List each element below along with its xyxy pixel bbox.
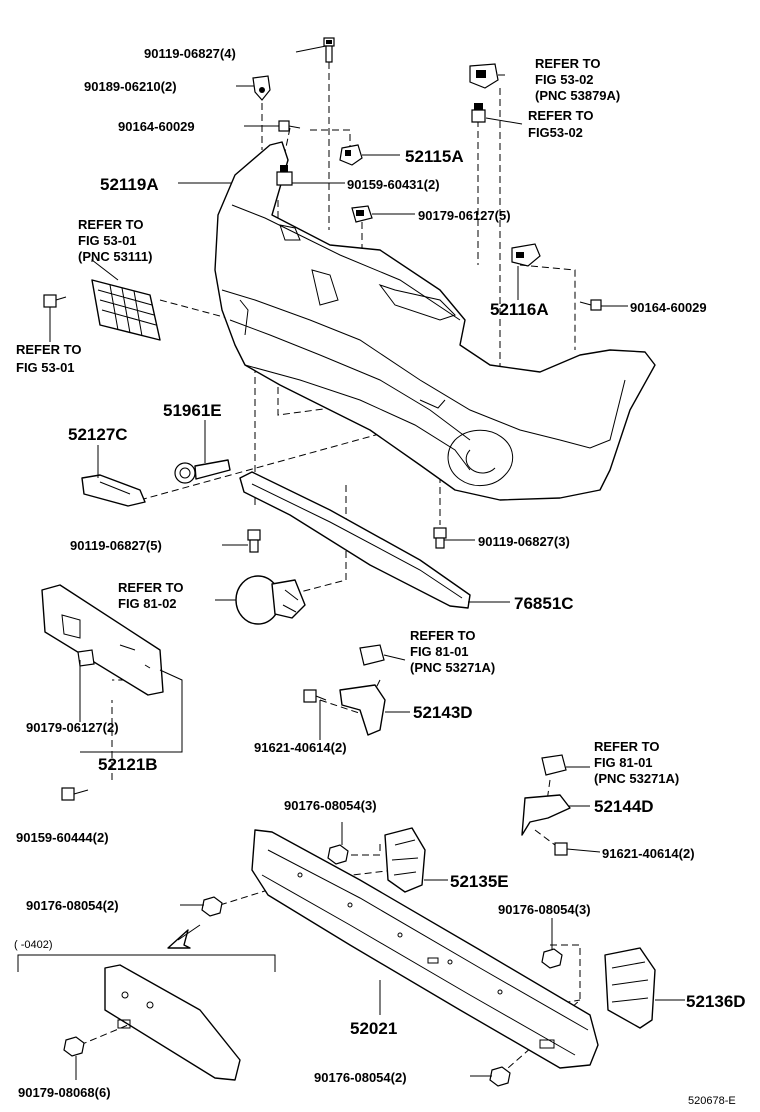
label-90176-08054-2-b: 90176-08054(2) xyxy=(314,1070,407,1085)
screw-90159-60431 xyxy=(276,165,293,186)
bracket-52116a xyxy=(511,243,541,267)
label-pnc-53879a: (PNC 53879A) xyxy=(535,88,620,103)
label-90176-08054-3-b: 90176-08054(3) xyxy=(498,902,591,917)
label-fig-53-02-a: FIG 53-02 xyxy=(535,72,594,87)
screw-90164-60029-top xyxy=(278,120,301,132)
label-52136d: 52136D xyxy=(686,992,746,1011)
screw-90159-60444 xyxy=(61,787,89,801)
label-pnc-53271a-a: (PNC 53271A) xyxy=(410,660,495,675)
figure-number: 520678-E xyxy=(688,1095,736,1107)
screw-90164-60029-right xyxy=(579,299,602,311)
label-52144d: 52144D xyxy=(594,797,654,816)
label-refer-to-g: REFER TO xyxy=(594,739,660,754)
nut-90176-08054-d xyxy=(489,1066,511,1087)
label-90176-08054-2-a: 90176-08054(2) xyxy=(26,898,119,913)
nut-90176-08054-c xyxy=(541,948,563,969)
reinforcement-52021 xyxy=(251,829,599,1069)
label-52115a: 52115A xyxy=(405,147,464,166)
cover-52127c xyxy=(81,474,146,507)
label-90189-06210-2: 90189-06210(2) xyxy=(84,79,177,94)
label-91621-40614-2-a: 91621-40614(2) xyxy=(254,740,347,755)
absorber-76851c xyxy=(239,471,471,609)
label-refer-to-d: REFER TO xyxy=(528,108,594,123)
bolt-90119-06827-top xyxy=(323,37,335,63)
label-52143d: 52143D xyxy=(413,703,473,722)
nut-90176-08054-b xyxy=(201,896,223,917)
label-52116a: 52116A xyxy=(490,300,549,319)
inset-0402 xyxy=(17,924,276,1081)
bolt-90119-06827-right xyxy=(433,527,447,549)
screw-fig53-02 xyxy=(471,103,486,123)
label-date-range-0402: ( -0402) xyxy=(14,939,53,951)
label-refer-to-c: REFER TO xyxy=(535,56,601,71)
label-fig-81-01-a: FIG 81-01 xyxy=(410,644,469,659)
label-51961e: 51961E xyxy=(163,401,222,420)
label-90119-06827-3: 90119-06827(3) xyxy=(478,534,570,549)
clip-90189-06210 xyxy=(252,75,271,101)
label-pnc-53111: (PNC 53111) xyxy=(78,249,152,264)
label-90176-08054-3-a: 90176-08054(3) xyxy=(284,798,377,813)
label-52021: 52021 xyxy=(350,1019,397,1038)
retainer-52115a xyxy=(339,144,363,166)
label-fig-53-01-b: FIG 53-01 xyxy=(16,360,75,375)
bracket-52135e xyxy=(384,827,426,893)
bracket-52144d xyxy=(521,754,571,856)
label-90164-60029-right: 90164-60029 xyxy=(630,300,707,315)
label-refer-to-e: REFER TO xyxy=(118,580,184,595)
label-90179-06127-5: 90179-06127(5) xyxy=(418,208,511,223)
bracket-52143d xyxy=(303,644,386,736)
label-90179-08068-6: 90179-08068(6) xyxy=(18,1085,111,1100)
license-bracket-52121b xyxy=(41,584,164,696)
label-fig-81-02: FIG 81-02 xyxy=(118,596,177,611)
label-90164-60029-top: 90164-60029 xyxy=(118,119,195,134)
label-refer-to-a: REFER TO xyxy=(78,217,144,232)
label-52135e: 52135E xyxy=(450,872,509,891)
label-90159-60431-2: 90159-60431(2) xyxy=(347,177,440,192)
label-91621-40614-2-b: 91621-40614(2) xyxy=(602,846,695,861)
label-fig53-02-b: FIG53-02 xyxy=(528,125,583,140)
nut-90179-06127-top xyxy=(351,205,373,223)
label-refer-to-f: REFER TO xyxy=(410,628,476,643)
part-labels: 90119-06827(4) 90189-06210(2) 90164-6002… xyxy=(14,46,746,1107)
bolt-90119-06827-left xyxy=(247,529,261,553)
label-52127c: 52127C xyxy=(68,425,128,444)
label-90119-06827-4: 90119-06827(4) xyxy=(144,46,236,61)
leader-lines xyxy=(49,45,685,1080)
bracket-52136d xyxy=(604,947,656,1029)
label-fig-53-01-a: FIG 53-01 xyxy=(78,233,137,248)
fog-lamp-fig81-02 xyxy=(235,575,306,625)
label-90159-60444-2: 90159-60444(2) xyxy=(16,830,109,845)
grille-fig53-01 xyxy=(43,279,161,341)
label-pnc-53271a-b: (PNC 53271A) xyxy=(594,771,679,786)
clip-53879a xyxy=(469,63,499,89)
label-90179-06127-2: 90179-06127(2) xyxy=(26,720,119,735)
label-52121b: 52121B xyxy=(98,755,158,774)
nut-90176-08054-a xyxy=(327,844,349,865)
bumper-cover-52119a xyxy=(214,141,656,501)
towing-eye-51961e xyxy=(174,459,231,484)
label-52119a: 52119A xyxy=(100,175,159,194)
label-76851c: 76851C xyxy=(514,594,574,613)
label-90119-06827-5: 90119-06827(5) xyxy=(70,538,162,553)
label-fig-81-01-b: FIG 81-01 xyxy=(594,755,653,770)
label-refer-to-b: REFER TO xyxy=(16,342,82,357)
